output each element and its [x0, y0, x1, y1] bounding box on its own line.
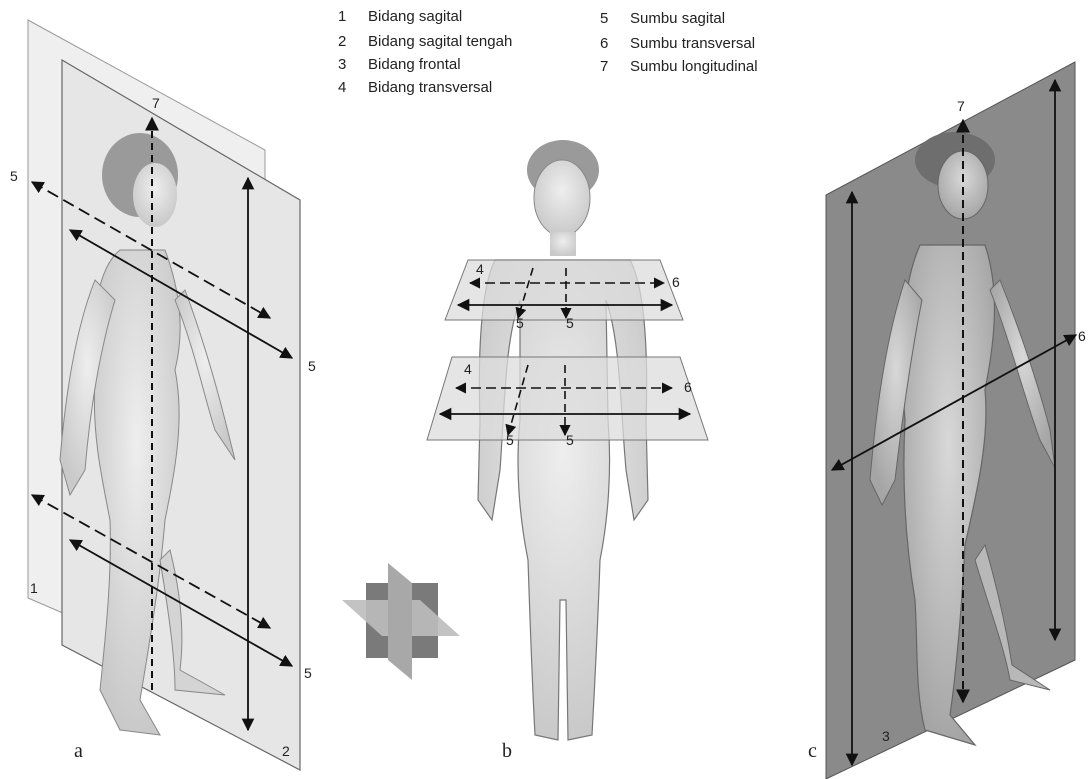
panel-c-frontal	[826, 62, 1076, 779]
axis-label-7: 7	[152, 95, 160, 111]
plane-label-3: 3	[882, 728, 890, 744]
legend-number: 2	[338, 33, 368, 50]
planes-orientation-icon	[342, 563, 460, 680]
plane-label-4: 4	[476, 261, 484, 277]
axis-label-5: 5	[566, 432, 574, 448]
legend-label: Bidang frontal	[368, 56, 461, 73]
legend-number: 4	[338, 79, 368, 96]
panel-label-b: b	[502, 740, 512, 763]
legend-number: 1	[338, 8, 368, 25]
plane-label-1: 1	[30, 580, 38, 596]
panel-label-c: c	[808, 740, 817, 763]
axis-label-5: 5	[308, 358, 316, 374]
axis-label-5: 5	[304, 665, 312, 681]
legend-label: Sumbu transversal	[630, 35, 755, 52]
legend-label: Sumbu longitudinal	[630, 58, 758, 75]
legend-label: Bidang transversal	[368, 79, 492, 96]
axis-label-7: 7	[957, 98, 965, 114]
axis-label-6: 6	[1078, 328, 1086, 344]
legend-number: 7	[600, 58, 630, 75]
axis-label-5: 5	[516, 315, 524, 331]
plane-label-2: 2	[282, 743, 290, 759]
legend-number: 5	[600, 10, 630, 27]
axis-label-6: 6	[684, 379, 692, 395]
legend-number: 3	[338, 56, 368, 73]
panel-label-a: a	[74, 740, 83, 763]
axis-label-5: 5	[506, 432, 514, 448]
plane-label-4: 4	[464, 361, 472, 377]
axis-label-5: 5	[10, 168, 18, 184]
legend-label: Bidang sagital tengah	[368, 33, 512, 50]
axis-label-6: 6	[672, 274, 680, 290]
legend-label: Bidang sagital	[368, 8, 462, 25]
legend-number: 6	[600, 35, 630, 52]
panel-a-sagittal	[28, 20, 300, 770]
axis-label-5: 5	[566, 315, 574, 331]
legend-label: Sumbu sagital	[630, 10, 725, 27]
